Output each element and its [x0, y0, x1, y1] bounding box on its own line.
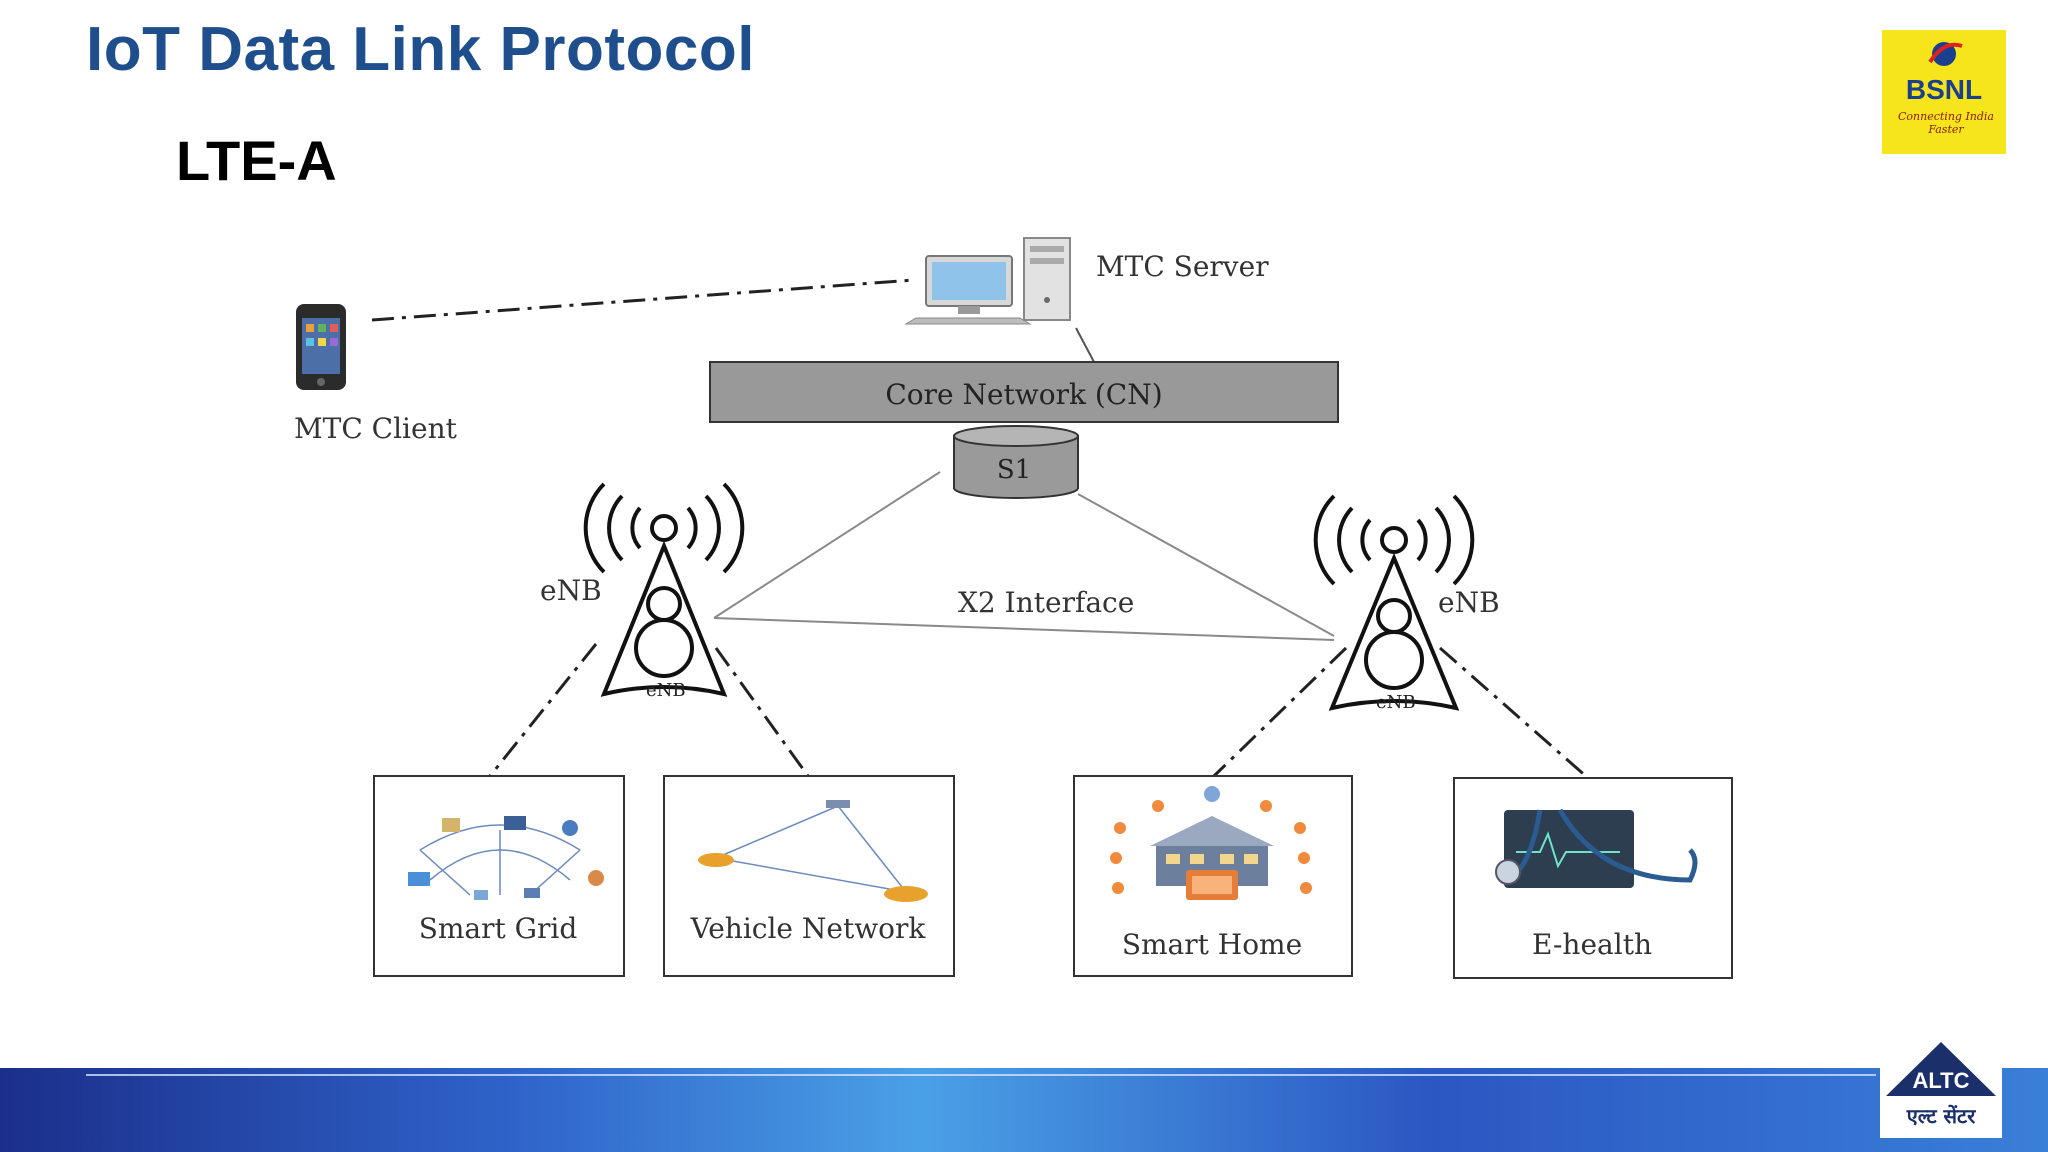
e-health-monitor-icon	[1495, 808, 1698, 888]
s1-label: S1	[997, 455, 1031, 485]
slide-title: IoT Data Link Protocol	[86, 15, 755, 84]
altc-logo-hindi: एल्ट सेंटर	[1906, 1104, 1976, 1128]
bsnl-logo-text: BSNL	[1905, 74, 1983, 105]
vehicle-network-icon	[698, 800, 928, 902]
bsnl-logo-tagline: Connecting India Faster	[1898, 110, 1994, 136]
slide-subtitle: LTE-A	[176, 129, 337, 192]
altc-triangle-icon	[1886, 1042, 1996, 1096]
mtc-client-label: MTC Client	[294, 412, 458, 445]
left-enb-tower-label: eNB	[646, 680, 686, 701]
mtc-server-label: MTC Server	[1096, 250, 1269, 283]
e-health-label: E-health	[1532, 928, 1652, 961]
core-network-label: Core Network (CN)	[885, 378, 1162, 411]
altc-logo: ALTC एल्ट सेंटर	[1880, 1038, 2002, 1138]
core-network-box	[709, 361, 1339, 423]
footer-bar	[0, 1068, 2048, 1152]
s1-right-link	[1077, 493, 1335, 637]
altc-logo-text: ALTC	[1912, 1068, 1970, 1093]
server-core-link	[1075, 327, 1095, 363]
right-enb-tower-icon	[1313, 494, 1475, 711]
vehicle-network-box	[663, 775, 955, 977]
bsnl-logo: BSNL Connecting India Faster	[1882, 30, 2006, 154]
client-server-link	[371, 278, 915, 322]
mtc-client-phone-icon	[296, 304, 346, 390]
smart-grid-network-icon	[419, 824, 581, 896]
tower-box-links	[488, 643, 1589, 780]
x2-interface-label: X2 Interface	[958, 586, 1134, 619]
s1-left-link	[713, 471, 941, 619]
smart-home-label: Smart Home	[1122, 928, 1302, 961]
footer-divider	[86, 1074, 1876, 1076]
smart-home-house-icon	[1110, 786, 1312, 900]
left-enb-label: eNB	[540, 574, 602, 607]
x2-interface-link	[713, 617, 1335, 641]
right-enb-label: eNB	[1438, 586, 1500, 619]
smart-grid-label: Smart Grid	[419, 912, 578, 945]
bsnl-globe-icon	[1928, 42, 1963, 66]
mtc-server-computer-icon	[904, 237, 1071, 325]
s1-cylinder	[953, 425, 1079, 499]
vehicle-network-label: Vehicle Network	[690, 912, 927, 945]
right-enb-tower-label: eNB	[1376, 692, 1416, 713]
left-enb-tower-icon	[583, 482, 745, 697]
